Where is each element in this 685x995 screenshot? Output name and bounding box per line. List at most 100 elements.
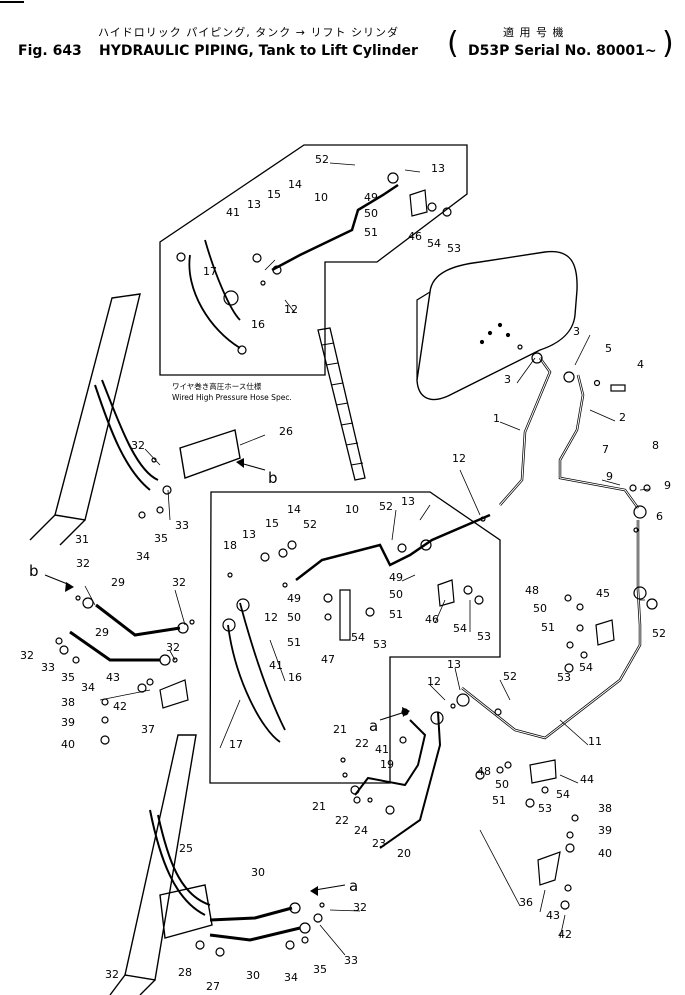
callout-53: 53	[373, 638, 387, 651]
callout-3: 3	[504, 373, 511, 386]
callout-22: 22	[355, 737, 369, 750]
callout-18: 18	[223, 539, 237, 552]
inset-frame-upper	[159, 144, 468, 376]
callout-9: 9	[664, 479, 671, 492]
callout-11: 11	[588, 735, 602, 748]
bracket-37	[159, 679, 189, 709]
callout-52: 52	[652, 627, 666, 640]
callout-3: 3	[573, 325, 580, 338]
pipe-20	[379, 711, 442, 849]
plate-26	[179, 429, 241, 479]
suction-hose	[317, 327, 366, 481]
inset-note: Wired High Pressure Hose Spec.	[172, 393, 292, 402]
callout-53: 53	[538, 802, 552, 815]
hose-29-lower	[69, 630, 160, 662]
view-arrow-a-lower	[314, 884, 346, 891]
hose-16-17-upper	[188, 239, 241, 349]
callout-54: 54	[579, 661, 593, 674]
callout-42: 42	[558, 928, 572, 941]
figure-title: HYDRAULIC PIPING, Tank to Lift Cylinder	[99, 43, 418, 59]
callout-45: 45	[596, 587, 610, 600]
callout-24: 24	[354, 824, 368, 837]
callout-39: 39	[598, 824, 612, 837]
callout-8: 8	[652, 439, 659, 452]
callout-16: 16	[288, 671, 302, 684]
callout-22: 22	[335, 814, 349, 827]
callout-36: 36	[519, 896, 533, 909]
callout-27: 27	[206, 980, 220, 993]
callout-43: 43	[106, 671, 120, 684]
callout-20: 20	[397, 847, 411, 860]
callout-52: 52	[379, 500, 393, 513]
callout-50: 50	[389, 588, 403, 601]
callout-51: 51	[389, 608, 403, 621]
callout-14: 14	[288, 178, 302, 191]
callout-49: 49	[287, 592, 301, 605]
callout-21: 21	[333, 723, 347, 736]
hose-16-17-middle	[227, 602, 286, 743]
callout-49: 49	[364, 191, 378, 204]
pipe-2-inner	[559, 374, 639, 509]
callout-12: 12	[264, 611, 278, 624]
callout-38: 38	[61, 696, 75, 709]
hose-29-upper	[95, 603, 181, 637]
callout-14: 14	[287, 503, 301, 516]
callout-10: 10	[345, 503, 359, 516]
pipe-10-middle	[295, 513, 491, 581]
callout-32: 32	[166, 641, 180, 654]
callout-53: 53	[477, 630, 491, 643]
pipe-1-inner	[499, 357, 551, 506]
view-arrow-a-lower-head	[310, 886, 318, 896]
bracket-46-middle	[437, 579, 455, 607]
serial-close-paren: )	[662, 26, 674, 61]
callout-40: 40	[61, 738, 75, 751]
callout-32: 32	[172, 576, 186, 589]
callout-13: 13	[242, 528, 256, 541]
callout-44: 44	[580, 773, 594, 786]
callout-10: 10	[314, 191, 328, 204]
callout-46: 46	[408, 230, 422, 243]
callout-40: 40	[598, 847, 612, 860]
callout-33: 33	[344, 954, 358, 967]
callout-25: 25	[179, 842, 193, 855]
callout-51: 51	[492, 794, 506, 807]
plate-25	[159, 884, 213, 939]
serial-number: D53P Serial No. 80001~	[468, 43, 657, 59]
callout-52: 52	[303, 518, 317, 531]
callout-41: 41	[375, 743, 389, 756]
lift-cylinder-upper	[29, 293, 159, 546]
callout-34: 34	[284, 971, 298, 984]
callout-13: 13	[247, 198, 261, 211]
callout-30: 30	[251, 866, 265, 879]
view-arrow-b-left-head	[65, 582, 74, 592]
callout-35: 35	[61, 671, 75, 684]
callout-17: 17	[229, 738, 243, 751]
callout-32: 32	[353, 901, 367, 914]
callout-13: 13	[431, 162, 445, 175]
callout-12: 12	[284, 303, 298, 316]
pipe-11-inner	[461, 520, 641, 739]
callout-39: 39	[61, 716, 75, 729]
hose-30-lower	[209, 926, 301, 942]
bracket-46-upper	[409, 189, 428, 217]
callout-46: 46	[425, 613, 439, 626]
bracket-45	[595, 619, 615, 646]
callout-50: 50	[364, 207, 378, 220]
callout-47: 47	[321, 653, 335, 666]
callout-28: 28	[178, 966, 192, 979]
inset-japanese-note: ワイヤ巻き高圧ホース仕様	[172, 381, 262, 391]
callout-53: 53	[447, 242, 461, 255]
pipe-2	[558, 374, 640, 509]
callout-32: 32	[20, 649, 34, 662]
callout-43: 43	[546, 909, 560, 922]
callout-17: 17	[203, 265, 217, 278]
view-arrow-b-left	[44, 574, 71, 586]
view-marker-b-right: b	[268, 469, 278, 487]
hydraulic-tank	[416, 250, 578, 401]
pipe-10-upper	[271, 183, 399, 272]
callout-9: 9	[606, 470, 613, 483]
serial-open-paren: (	[447, 26, 459, 61]
callout-32: 32	[105, 968, 119, 981]
callout-41: 41	[269, 659, 283, 672]
callout-31: 31	[75, 533, 89, 546]
